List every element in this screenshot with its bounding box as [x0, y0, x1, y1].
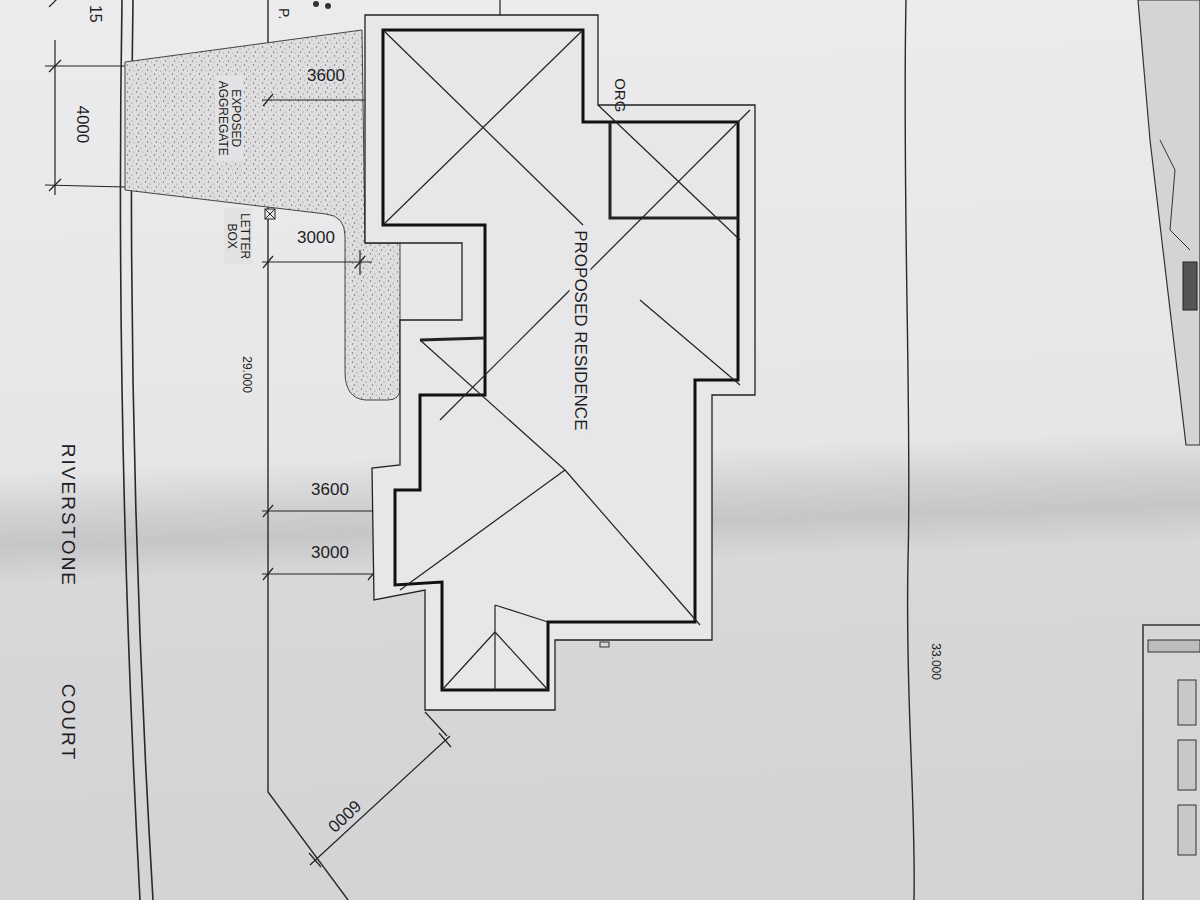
dimension-line	[262, 250, 372, 275]
plan-label: P.	[276, 8, 291, 19]
plan-label: LETTER BOX	[224, 208, 252, 264]
plan-line	[420, 340, 565, 470]
elevation-panel	[1178, 740, 1196, 790]
plan-line	[440, 300, 560, 420]
rear-boundary	[905, 0, 914, 900]
dimension-line	[45, 0, 125, 195]
symbol	[313, 1, 319, 7]
plan-label: EXPOSED AGGREGATE	[215, 75, 243, 161]
dimension-line	[309, 712, 451, 867]
elevation-panel	[1178, 680, 1196, 725]
residence-label: PROPOSED RESIDENCE	[570, 227, 591, 433]
plan-line	[495, 605, 548, 622]
plan-line	[359, 250, 360, 275]
exposed-aggregate-driveway	[125, 30, 400, 400]
plan-label: 6000	[324, 795, 364, 834]
residence-outline	[360, 10, 760, 715]
letter-box-symbol	[265, 209, 275, 219]
plan-line	[263, 568, 273, 580]
residence-roof-plan: PROPOSED RESIDENCE	[360, 10, 760, 715]
plan-line	[439, 733, 451, 747]
elevation-drawing	[1148, 640, 1200, 652]
letter-box-symbol	[265, 209, 275, 219]
plan-line	[54, 40, 55, 195]
plan-label: 3000	[311, 544, 349, 563]
plan-line	[383, 30, 583, 225]
plan-line	[610, 122, 738, 218]
plan-line	[598, 105, 740, 240]
plan-label: 15	[86, 5, 104, 23]
symbol	[325, 3, 331, 9]
elevation-panel	[1178, 805, 1196, 855]
plan-line	[49, 0, 61, 7]
plan-line	[263, 94, 273, 106]
plan-line	[45, 65, 125, 66]
street-name: RIVERSTONE	[58, 443, 79, 586]
plan-line	[45, 185, 125, 187]
plan-line	[309, 853, 321, 867]
dimension-line	[262, 568, 378, 580]
plan-line	[420, 338, 485, 340]
plan-line	[49, 60, 61, 72]
plan-line	[494, 605, 495, 690]
plan-label: 3000	[297, 229, 335, 248]
plan-line	[565, 470, 700, 625]
plan-label: 3600	[307, 67, 345, 86]
plan-label: ORG	[612, 78, 629, 112]
plan-line	[442, 632, 495, 690]
eave-outline	[365, 15, 755, 710]
plan-line	[425, 712, 447, 736]
plan-line	[495, 632, 548, 690]
plan-label: 29.000	[239, 357, 252, 394]
plan-label: 33.000	[928, 644, 941, 681]
plan-line	[310, 736, 450, 865]
plan-line	[49, 179, 61, 191]
plan-line	[263, 256, 273, 268]
plan-label: 4000	[73, 105, 92, 143]
plan-line	[263, 505, 273, 517]
plan-line	[262, 573, 378, 574]
street-name: COURT	[58, 683, 79, 760]
roof-hip-lines	[383, 30, 750, 690]
plan-line	[640, 300, 740, 385]
plan-label: 3600	[311, 481, 349, 500]
plan-line	[262, 261, 372, 262]
fixture-symbol	[600, 642, 609, 647]
plan-line	[400, 470, 565, 590]
elevation-drawing	[1160, 140, 1190, 250]
plan-line	[383, 30, 583, 225]
elevation-drawing	[1143, 625, 1200, 900]
elevation-drawing	[1138, 0, 1200, 445]
wall-outline	[383, 30, 738, 690]
elevation-window	[1183, 262, 1197, 310]
